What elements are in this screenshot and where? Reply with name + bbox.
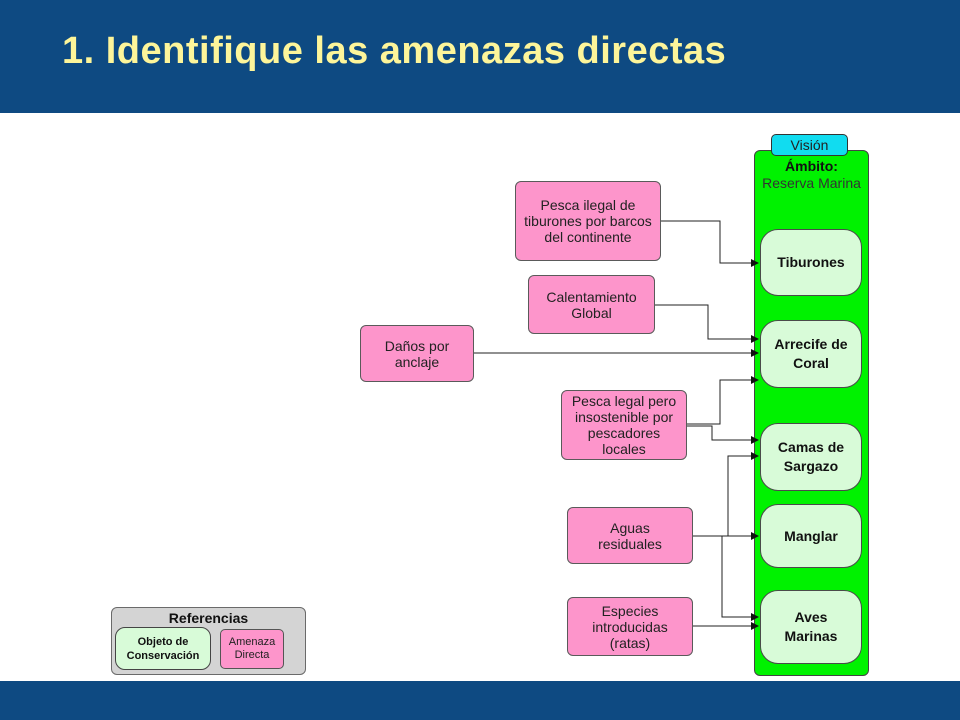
threat-anclaje: Daños por anclaje: [360, 325, 474, 382]
threat-especies: Especies introducidas (ratas): [567, 597, 693, 656]
target-arrecife: Arrecife de Coral: [760, 320, 862, 388]
legend-title: Referencias: [168, 610, 249, 626]
threat-pesca-legal: Pesca legal pero insostenible por pescad…: [561, 390, 687, 460]
threat-calentamiento: Calentamiento Global: [528, 275, 655, 334]
scope-text: Reserva Marina: [762, 175, 861, 191]
slide-title: 1. Identifique las amenazas directas: [62, 30, 727, 72]
target-aves: Aves Marinas: [760, 590, 862, 664]
legend-target-sample: Objeto de Conservación: [115, 627, 211, 670]
link-aguas-sargazo: [693, 452, 759, 537]
scope-label: Ámbito: Reserva Marina: [754, 158, 869, 192]
footer-bar: [0, 681, 960, 720]
header-bar: [0, 0, 960, 113]
legend-threat-sample: Amenaza Directa: [220, 629, 284, 669]
link-pesca-legal-sargazo: [687, 425, 759, 444]
vision-box: Visión: [771, 134, 848, 156]
threat-pesca-ilegal: Pesca ilegal de tiburones por barcos del…: [515, 181, 661, 261]
target-tiburones: Tiburones: [760, 229, 862, 296]
link-calentamiento-arrecife: [655, 304, 759, 343]
link-pesca-ilegal-tiburones: [661, 220, 759, 267]
target-manglar: Manglar: [760, 504, 862, 568]
scope-heading: Ámbito:: [785, 158, 838, 174]
link-pesca-legal-arrecife: [687, 376, 759, 425]
link-aguas-aves: [710, 535, 759, 621]
threat-aguas: Aguas residuales: [567, 507, 693, 564]
target-sargazo: Camas de Sargazo: [760, 423, 862, 491]
